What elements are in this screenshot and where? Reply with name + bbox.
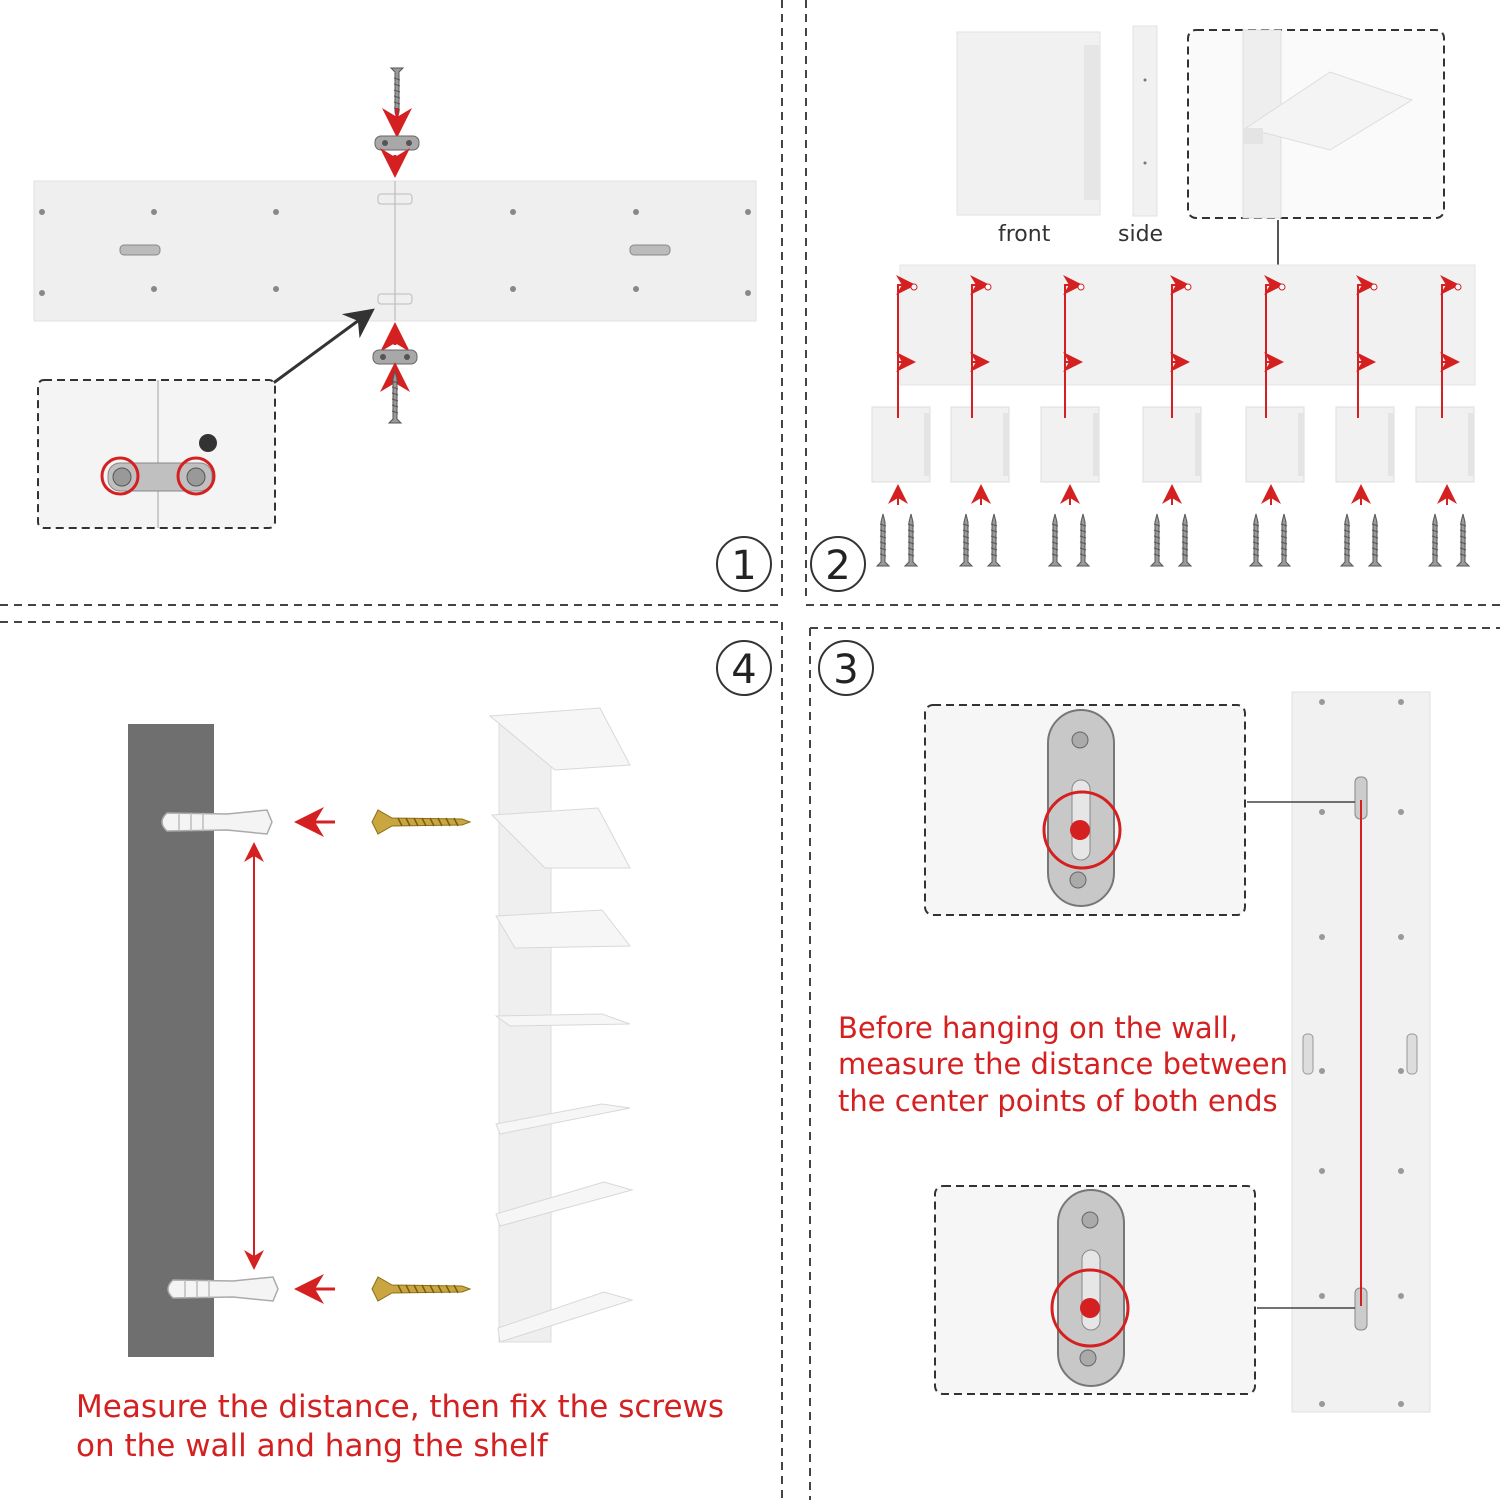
step3-instruction: Before hanging on the wall, measure the … [838,1010,1288,1119]
step-number-1: 1 [716,536,772,592]
step3-instruction-line: measure the distance between [838,1047,1289,1082]
step-number-4: 4 [716,640,772,696]
step-number-3: 3 [818,640,874,696]
step3-instruction-line: the center points of both ends [838,1083,1278,1118]
step2-illustration [871,25,1476,566]
step4-instruction: Measure the distance, then fix the screw… [76,1388,724,1466]
step4-instruction-line: Measure the distance, then fix the screw… [76,1389,725,1425]
step1-illustration [33,67,757,529]
step3-illustration [924,691,1431,1413]
step3-instruction-line: Before hanging on the wall, [838,1011,1239,1045]
step4-illustration [128,707,634,1357]
step-number-2: 2 [810,536,866,592]
step4-instruction-line: on the wall and hang the shelf [76,1427,548,1464]
front-label: front [998,222,1051,247]
side-label: side [1118,222,1164,247]
